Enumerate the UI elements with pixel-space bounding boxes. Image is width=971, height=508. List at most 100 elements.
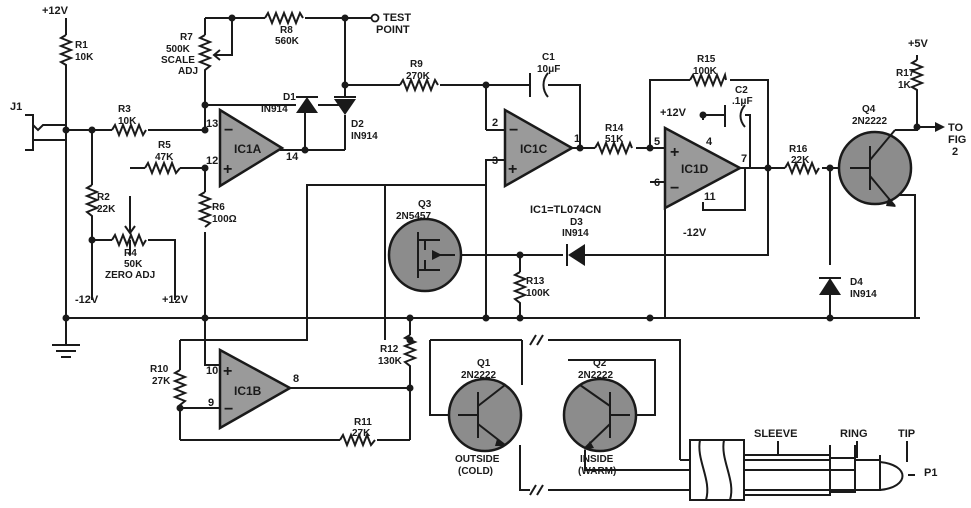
r7-value: 500K	[166, 44, 191, 55]
test-point-line2: POINT	[376, 24, 410, 36]
r17-symbol	[909, 59, 925, 95]
output-line2: FIG	[948, 134, 966, 146]
svg-text:+: +	[508, 161, 517, 178]
r9-name: R9	[410, 59, 423, 70]
r15-name: R15	[697, 54, 716, 65]
r5-symbol	[144, 160, 181, 176]
r17-name: R17	[896, 68, 915, 79]
d2-symbol	[334, 96, 356, 115]
svg-text:+: +	[223, 363, 232, 380]
d3-symbol	[566, 244, 585, 266]
svg-text:−: −	[224, 401, 233, 418]
d1-name: D1	[283, 92, 296, 103]
r11-value: 27K	[352, 428, 371, 439]
opamp-ic1c: − + IC1C 2 3 1	[492, 107, 580, 189]
jack-j1	[25, 114, 66, 151]
transistor-q4	[837, 129, 913, 207]
p1-label: P1	[924, 467, 937, 479]
d1-value: IN914	[261, 104, 288, 115]
q4-value: 2N2222	[852, 116, 887, 127]
junction-dots	[62, 14, 921, 412]
r1-symbol	[58, 34, 74, 68]
svg-text:6: 6	[654, 177, 660, 189]
svg-text:−: −	[509, 122, 518, 139]
r4-note: ZERO ADJ	[105, 270, 155, 281]
c2-symbol	[724, 104, 746, 128]
svg-text:11: 11	[704, 191, 716, 203]
output-arrow	[935, 122, 945, 132]
capacitor-symbols	[529, 72, 746, 128]
r3-symbol	[111, 122, 147, 138]
r8-value: 560K	[275, 36, 300, 47]
plug-tip-label: TIP	[898, 428, 915, 440]
q2-name: Q2	[593, 358, 607, 369]
r11-symbol	[339, 432, 376, 448]
r11-name: R11	[354, 417, 372, 428]
ic1c-label: IC1C	[520, 142, 548, 156]
r16-name: R16	[789, 144, 808, 155]
svg-text:9: 9	[208, 397, 214, 409]
r10-value: 27K	[152, 376, 171, 387]
d4-name: D4	[850, 277, 863, 288]
svg-text:2: 2	[492, 117, 498, 129]
r13-symbol	[512, 271, 528, 305]
svg-text:−: −	[670, 180, 679, 197]
svg-text:5: 5	[654, 136, 660, 148]
q2-value: 2N2222	[578, 370, 613, 381]
svg-text:13: 13	[206, 118, 218, 130]
supply-neg12-ic: -12V	[683, 227, 707, 239]
c1-name: C1	[542, 52, 555, 63]
svg-text:4: 4	[706, 136, 713, 148]
r7-symbol	[197, 34, 213, 75]
r6-name: R6	[212, 202, 225, 213]
r5-value: 47K	[155, 152, 174, 163]
opamp-ic1b: + − IC1B 10 9 8	[206, 347, 299, 431]
supply-pos12-ic: +12V	[660, 107, 687, 119]
d4-symbol	[819, 277, 841, 295]
ground-symbol	[52, 340, 80, 358]
q3-name: Q3	[418, 199, 432, 210]
svg-text:12: 12	[206, 155, 218, 167]
svg-text:−: −	[224, 122, 233, 139]
svg-text:14: 14	[286, 151, 299, 163]
r2-name: R2	[97, 192, 110, 203]
output-line3: 2	[952, 146, 958, 158]
c2-value: .1μF	[732, 96, 753, 107]
svg-text:+: +	[223, 161, 232, 178]
transistor-q2	[562, 377, 638, 453]
q2-note1: INSIDE	[580, 454, 614, 465]
r17-value: 1K	[898, 80, 912, 91]
d4-value: IN914	[850, 289, 877, 300]
r12-value: 130K	[378, 356, 403, 367]
transistor-q1	[447, 377, 523, 453]
q2-note2: (WARM)	[578, 466, 616, 477]
q1-name: Q1	[477, 358, 491, 369]
d1-symbol	[296, 96, 318, 113]
ic1d-label: IC1D	[681, 162, 709, 176]
r13-name: R13	[526, 276, 545, 287]
r3-value: 10K	[118, 116, 137, 127]
r3-name: R3	[118, 104, 131, 115]
supply-neg12-left: -12V	[75, 294, 99, 306]
r13-value: 100K	[526, 288, 551, 299]
c1-value: 10μF	[537, 64, 560, 75]
d3-name: D3	[570, 217, 583, 228]
q3-value: 2N5457	[396, 211, 431, 222]
r2-symbol	[84, 184, 100, 220]
svg-text:8: 8	[293, 373, 299, 385]
plug-pointers	[777, 441, 908, 462]
r7-name: R7	[180, 32, 193, 43]
q1-note1: OUTSIDE	[455, 454, 500, 465]
plug-ring-label: RING	[840, 428, 868, 440]
labels: +12V -12V +12V +12V -12V +5V J1 P1 R1 10…	[10, 5, 966, 479]
supply-pos12-top: +12V	[42, 5, 69, 17]
r12-name: R12	[380, 344, 399, 355]
r4-name: R4	[124, 248, 137, 259]
transistor-q3	[387, 217, 463, 293]
r4-symbol	[111, 232, 147, 248]
svg-text:1: 1	[574, 133, 580, 145]
plug-sleeve-label: SLEEVE	[754, 428, 797, 440]
r16-value: 22K	[791, 155, 810, 166]
r5-name: R5	[158, 140, 171, 151]
